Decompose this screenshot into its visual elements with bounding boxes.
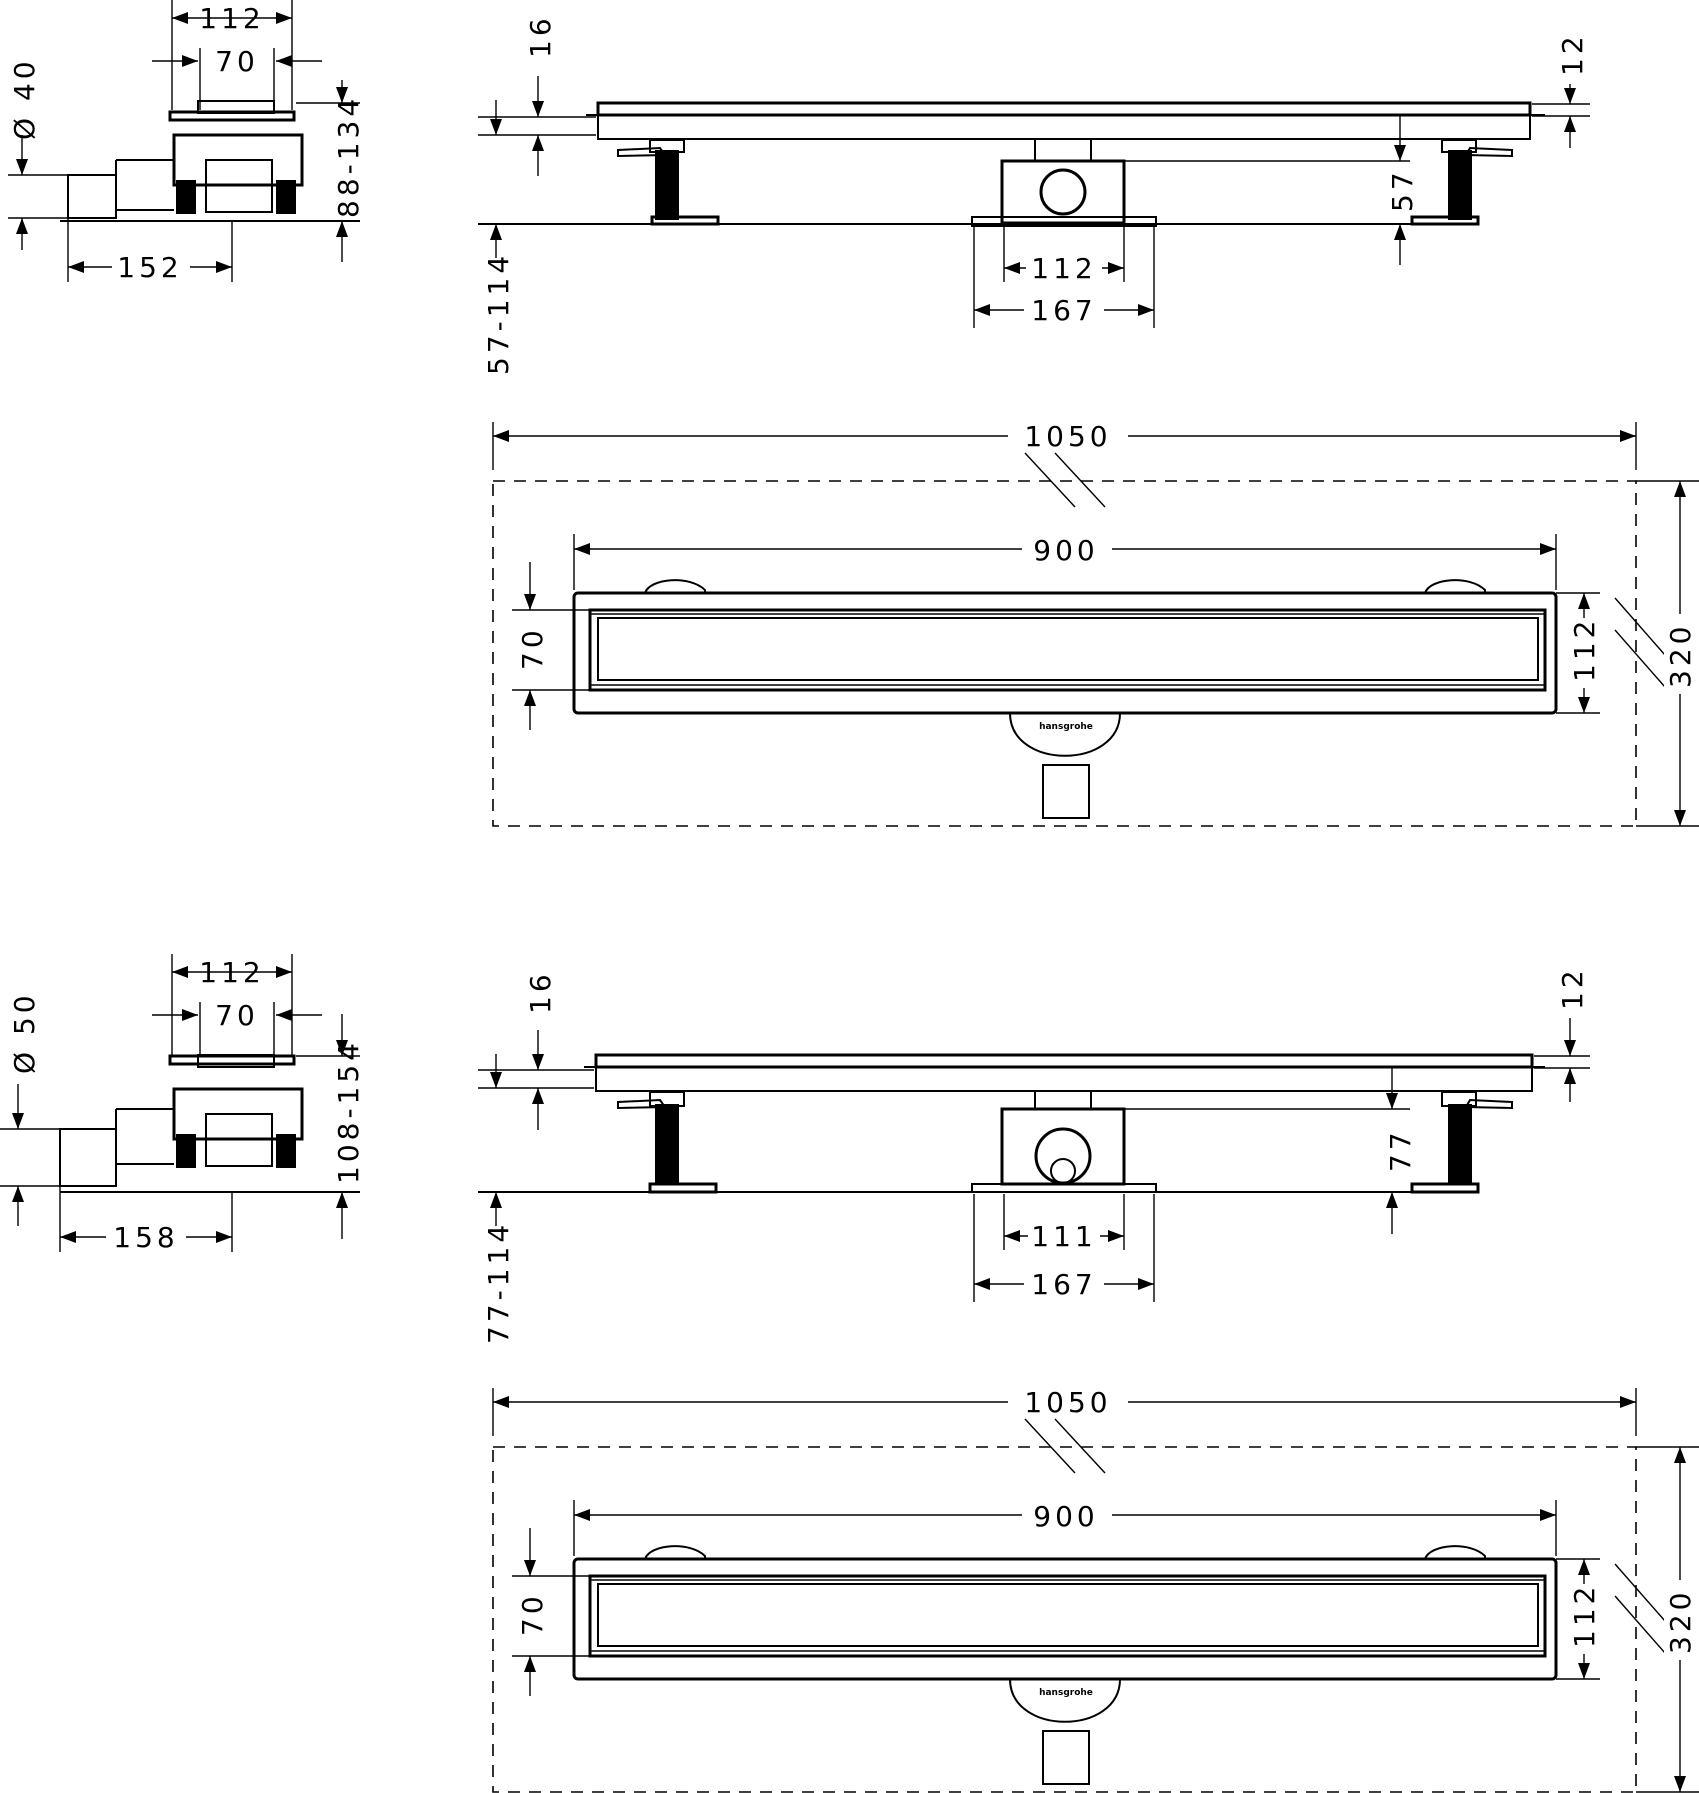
clip-left: [644, 1545, 706, 1560]
foot-right: [276, 180, 296, 214]
plan-view-1: 1050 900 hansgrohe 70: [492, 420, 1699, 827]
frame-width-label: 112: [1568, 1583, 1601, 1648]
overall-width-label: 320: [1664, 1589, 1697, 1654]
channel-length-label: 900: [1033, 1500, 1098, 1533]
break-mark: [1614, 597, 1666, 656]
outlet-height-label: 57: [1386, 168, 1419, 212]
channel-body: [597, 114, 1531, 140]
grate-slot: [588, 1574, 1547, 1658]
feet-height-label: 57-114: [482, 252, 515, 375]
foot-right: [276, 1134, 296, 1168]
grate-inner: [597, 617, 1539, 681]
grate-top: [168, 1054, 296, 1066]
outlet-stem: [1034, 1090, 1092, 1110]
side-view-2: 112 70 Ø 50 108-154 158: [0, 954, 365, 1254]
clip-right: [1424, 579, 1486, 594]
box-width-label: 111: [1031, 1220, 1096, 1253]
channel-top: [596, 101, 1532, 117]
overall-width-label: 320: [1664, 623, 1697, 688]
brand-mark: hansgrohe: [1039, 722, 1093, 732]
grate-cap: [197, 1054, 275, 1068]
side-view-1: 112 70 Ø 40 88-134 152: [8, 0, 365, 284]
grate-slot: [588, 608, 1547, 692]
frame-width-label: 112: [1568, 617, 1601, 682]
brand-mark: hansgrohe: [1039, 1688, 1093, 1698]
break-mark: [1024, 452, 1076, 508]
floor-area-dashed: [492, 480, 1637, 827]
height-range-label: 88-134: [332, 95, 365, 218]
outlet-base: [971, 216, 1157, 227]
foot-left: [176, 180, 196, 214]
overall-length-label: 1050: [1024, 420, 1111, 453]
box-width-label: 112: [1031, 252, 1096, 285]
channel-width-label: 70: [516, 626, 549, 670]
outlet-circle: [1039, 168, 1087, 216]
outlet-stem: [1034, 138, 1092, 162]
top-offset-label: 16: [524, 970, 557, 1014]
break-mark: [1614, 1595, 1666, 1654]
outlet-spigot: [1042, 764, 1090, 819]
outlet-circle: [1034, 1127, 1092, 1185]
trap-box: [205, 159, 273, 213]
feet-height-label: 77-114: [482, 1221, 515, 1344]
channel-frame: [572, 1557, 1558, 1681]
channel-width-label: 70: [516, 1592, 549, 1636]
plan-view-2: 1050 900 hansgrohe 70: [492, 1386, 1699, 1793]
foot-left: [176, 1134, 196, 1168]
dim-70-label: 70: [215, 999, 259, 1032]
clip-right: [1424, 1545, 1486, 1560]
overall-length-label: 1050: [1024, 1386, 1111, 1419]
dim-112-label: 112: [199, 956, 264, 989]
diameter-label: Ø 40: [8, 57, 41, 140]
outlet-height-label: 77: [1384, 1128, 1417, 1172]
grate-inner: [597, 1583, 1539, 1647]
dim-152-label: 152: [117, 251, 182, 284]
dim-112-label: 112: [199, 2, 264, 35]
clip-left: [644, 579, 706, 594]
height-range-label: 108-154: [332, 1039, 365, 1184]
outlet-box: [1000, 1107, 1126, 1186]
right-foot: [1410, 139, 1513, 226]
break-mark: [1054, 452, 1106, 508]
outlet-pipe: [67, 159, 174, 219]
top-offset-label: 16: [524, 14, 557, 58]
dim-70-label: 70: [215, 45, 259, 78]
dim-158-label: 158: [113, 1221, 178, 1254]
base-width-label: 167: [1031, 294, 1096, 327]
rim-height-label: 12: [1556, 966, 1589, 1010]
channel-frame: [572, 591, 1558, 715]
body: [172, 1087, 304, 1141]
variant-1-group: 112 70 Ø 40 88-134 152: [8, 0, 1699, 827]
outlet-bowl: [1009, 1678, 1121, 1723]
outlet-bowl: [1009, 712, 1121, 757]
channel-length-label: 900: [1033, 534, 1098, 567]
break-mark: [1024, 1418, 1076, 1474]
diameter-label: Ø 50: [8, 991, 41, 1074]
front-view-2: 16 12 77 77-114 111: [478, 966, 1590, 1344]
channel-top: [594, 1053, 1534, 1069]
outlet-pipe-circle: [1050, 1158, 1076, 1184]
rim-height-label: 12: [1556, 32, 1589, 76]
left-foot: [617, 139, 720, 226]
outlet-pipe: [59, 1108, 174, 1187]
left-foot: [617, 1091, 718, 1194]
outlet-spigot: [1042, 1730, 1090, 1785]
front-view-1: 16 12 57 57-114 112: [478, 14, 1590, 375]
trap-box: [205, 1113, 273, 1167]
variant-2-group: 112 70 Ø 50 108-154 158: [0, 954, 1699, 1793]
right-foot: [1410, 1091, 1513, 1194]
break-mark: [1614, 1563, 1666, 1622]
break-mark: [1614, 629, 1666, 688]
base-width-label: 167: [1031, 1268, 1096, 1301]
floor-area-dashed: [492, 1446, 1637, 1793]
break-mark: [1054, 1418, 1106, 1474]
